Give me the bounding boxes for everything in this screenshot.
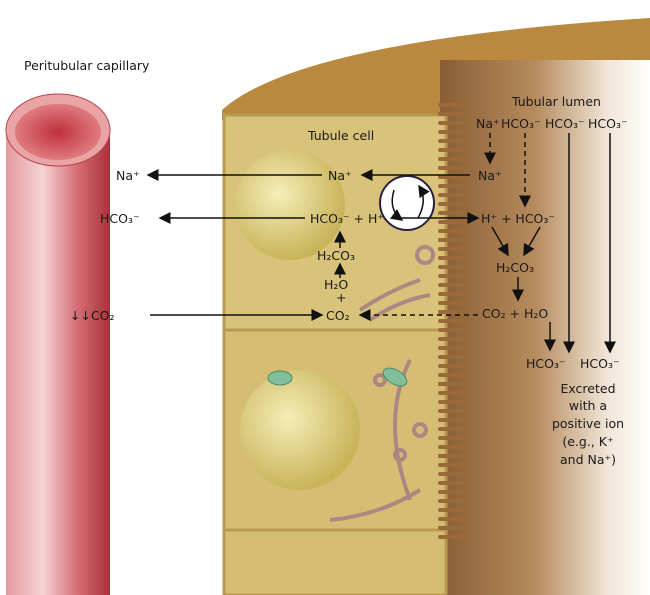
capillary-label: Peritubular capillary xyxy=(24,58,150,73)
lumen-co2-h2o: CO₂ + H₂O xyxy=(482,306,548,321)
capillary-co2: ↓↓CO₂ xyxy=(70,308,115,323)
nucleus-lower xyxy=(240,370,360,490)
mitochondrion xyxy=(382,367,408,387)
tubular-lumen-label: Tubular lumen xyxy=(511,94,601,109)
lumen-h-hco3: H⁺ + HCO₃⁻ xyxy=(481,211,555,226)
cell-plus: + xyxy=(336,290,346,305)
lumen-top-hco3: HCO₃⁻ xyxy=(545,116,585,131)
cell-h2co3: H₂CO₃ xyxy=(317,248,355,263)
lumen-top-na: Na⁺ xyxy=(476,116,500,131)
nucleus-upper xyxy=(235,150,345,260)
excreted-hco3: HCO₃⁻ xyxy=(580,356,620,371)
note-line: positive ion xyxy=(552,416,624,431)
flow-arrows xyxy=(146,133,616,354)
tubule-cell-bottom xyxy=(222,528,448,595)
capillary-lumen xyxy=(15,104,101,160)
organelles xyxy=(329,245,435,522)
exchanger-arrow-icon xyxy=(417,184,430,219)
na-h-exchanger xyxy=(379,175,435,231)
cell-na: Na⁺ xyxy=(328,168,352,183)
mitochondrion xyxy=(267,370,293,386)
note-line: Excreted xyxy=(560,381,615,396)
excreted-hco3: HCO₃⁻ xyxy=(526,356,566,371)
tubule-cell-label: Tubule cell xyxy=(307,128,374,143)
capillary-na: Na⁺ xyxy=(116,168,140,183)
lumen-h2co3: H₂CO₃ xyxy=(496,260,534,275)
peritubular-capillary xyxy=(6,130,110,595)
cell-h2o: H₂O xyxy=(324,277,348,292)
lumen-top-hco3: HCO₃⁻ xyxy=(588,116,628,131)
excreted-note: Excreted with a positive ion (e.g., K⁺ a… xyxy=(552,381,624,467)
cell-hco3-h: HCO₃⁻ + H⁺ xyxy=(310,211,384,226)
note-line: with a xyxy=(569,398,607,413)
lumen-top-hco3: HCO₃⁻ xyxy=(501,116,541,131)
note-line: and Na⁺) xyxy=(560,452,616,467)
brush-border-microvilli xyxy=(438,103,468,539)
capillary-hco3: HCO₃⁻ xyxy=(100,211,140,226)
note-line: (e.g., K⁺ xyxy=(562,434,613,449)
cell-co2: CO₂ xyxy=(326,308,350,323)
tubular-lumen-region xyxy=(440,60,650,595)
lumen-na: Na⁺ xyxy=(478,168,502,183)
